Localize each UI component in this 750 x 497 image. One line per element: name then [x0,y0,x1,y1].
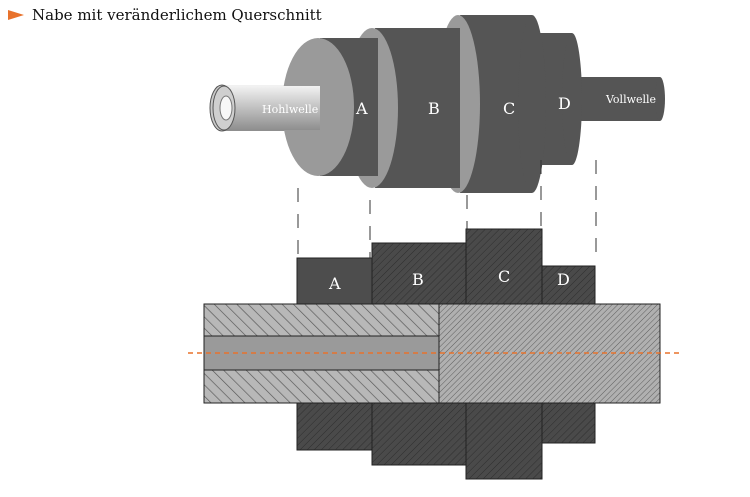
section-b-bottom [371,402,467,466]
segment-d-label-section: D [557,270,570,289]
segment-a-label-3d: A [355,99,368,118]
section-a-top [296,257,373,305]
vollwelle-label: Vollwelle [605,93,656,106]
segment-c-label-section: C [498,267,510,286]
bullet-arrow-icon [8,10,24,20]
solid-shaft-3d [570,77,665,121]
hub-3d-view: Hohlwelle A B C D Vollwelle [209,15,665,193]
segment-b-label-3d: B [428,99,440,118]
title-row: Nabe mit veränderlichem Querschnitt [8,6,322,24]
hub-section-view: A B C D [188,228,680,480]
segment-b-label-section: B [412,270,424,289]
segment-a-label-section: A [328,274,341,293]
section-d-top [541,265,596,305]
hollow-shaft-front [212,85,320,131]
section-a-bottom [296,402,373,451]
figure-title: Nabe mit veränderlichem Querschnitt [32,6,322,24]
section-c-top [465,228,543,305]
segment-c-label-3d: C [503,99,515,118]
section-b-top [371,242,467,305]
hohlwelle-label: Hohlwelle [262,103,318,116]
section-c-bottom [465,402,543,480]
section-d-bottom [541,402,596,444]
hollow-shaft-bore [203,335,440,371]
segment-d-label-3d: D [558,94,571,113]
